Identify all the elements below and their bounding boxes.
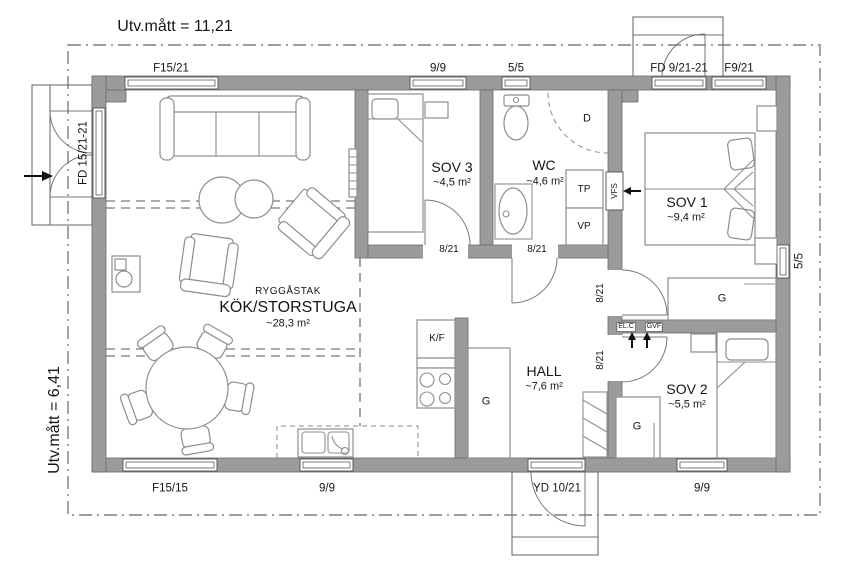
wardrobe-sov1 (667, 277, 777, 321)
door-label-sov1: 8/21 (595, 283, 606, 303)
room-area-kitchen: ~28,3 m² (266, 317, 310, 330)
window-label-99-sov2: 9/9 (694, 482, 710, 495)
wardrobe-label-hall: G (481, 395, 491, 408)
shower-curtain (547, 92, 609, 154)
windows (92, 76, 790, 472)
room-name-kitchen: KÖK/STORSTUGA (219, 299, 357, 316)
room-area-sov3: ~4,5 m² (433, 176, 471, 189)
front-door-label: FD 9/21-21 (650, 62, 708, 75)
window-f921 (711, 76, 767, 90)
room-name-sov3: SOV 3 (431, 159, 473, 175)
floor-heating-label: GVF (644, 322, 664, 332)
room-name-sov1: SOV 1 (666, 194, 708, 210)
room-area-sov2: ~5,5 m² (668, 398, 706, 411)
outer-height-label: Utv.mått = 6,41 (46, 366, 63, 474)
door-openings (423, 244, 623, 381)
bed-sov3 (367, 93, 449, 233)
door-label-sov3: 8/21 (439, 244, 459, 255)
coat-rack (582, 391, 608, 458)
wardrobe-label-sov1: G (717, 292, 727, 305)
armchair (178, 233, 239, 298)
heatpump-label: VP (577, 221, 591, 232)
window-label-55-top: 5/5 (508, 62, 524, 75)
el-central-label: EL.C (616, 322, 636, 332)
window-label-99-top: 9/9 (430, 62, 446, 75)
counter-edge (276, 425, 419, 458)
room-name-sov2: SOV 2 (666, 381, 708, 397)
window-55-right (776, 244, 790, 279)
bed-sov2 (690, 331, 777, 459)
window-f1521 (124, 76, 219, 90)
vent-label: VFS (610, 183, 619, 199)
vent-arrow (623, 187, 641, 195)
room-name-hall: HALL (526, 363, 562, 379)
window-label-55-right: 5/5 (793, 253, 806, 269)
yard-door-label: YD 10/21 (533, 482, 581, 495)
terrace-door-label: FD 15/21-21 (77, 121, 90, 185)
kitchen-sink (297, 428, 354, 458)
outer-width-label: Utv.mått = 11,21 (117, 18, 233, 35)
coffee-tables (198, 176, 274, 224)
wood-stove (111, 255, 141, 293)
terrace-door (92, 107, 106, 199)
window-55-top (501, 76, 531, 90)
radiator (348, 148, 358, 198)
dining-table (145, 346, 229, 430)
front-door (651, 76, 707, 90)
toilet (503, 94, 530, 141)
room-area-hall: ~7,6 m² (525, 380, 563, 393)
door-label-wc: 8/21 (527, 244, 547, 255)
washbasin (494, 183, 533, 240)
door-label-sov2: 8/21 (595, 350, 606, 370)
ridge-note: RYGGÅSTAK (255, 286, 321, 297)
entry-arrow-left (24, 171, 53, 181)
roof-outline (67, 44, 821, 516)
heatpump-unit (565, 207, 604, 246)
supply-arrows (628, 332, 651, 348)
wardrobe-label-sov2: G (632, 420, 642, 433)
dryer-label: TP (577, 184, 591, 195)
wardrobe-sov2 (615, 396, 661, 459)
dryer-unit (565, 169, 604, 209)
window-label-f1515: F15/15 (152, 482, 188, 495)
window-label-f1521: F15/21 (153, 62, 189, 75)
room-area-sov1: ~9,4 m² (667, 211, 705, 224)
window-99-sov2 (676, 458, 728, 472)
armchair (277, 187, 351, 260)
room-name-wc: WC (532, 157, 556, 173)
hall-wardrobe (467, 347, 511, 459)
window-f1515 (122, 458, 218, 472)
kitchen-fixtures (276, 319, 456, 458)
window-label-99-kitchen: 9/9 (319, 482, 335, 495)
window-label-f921: F9/21 (724, 62, 754, 75)
yard-door (527, 458, 586, 472)
door-swings (424, 199, 668, 383)
fridge-label: K/F (429, 333, 445, 344)
stove (416, 367, 456, 409)
window-99-top (409, 76, 467, 90)
shower-label: D (583, 112, 591, 125)
dining-set (119, 323, 255, 456)
window-99-kitchen (299, 458, 354, 472)
bed-sov1 (644, 105, 778, 265)
sofa (159, 95, 311, 161)
room-area-wc: ~4,6 m² (526, 175, 564, 188)
